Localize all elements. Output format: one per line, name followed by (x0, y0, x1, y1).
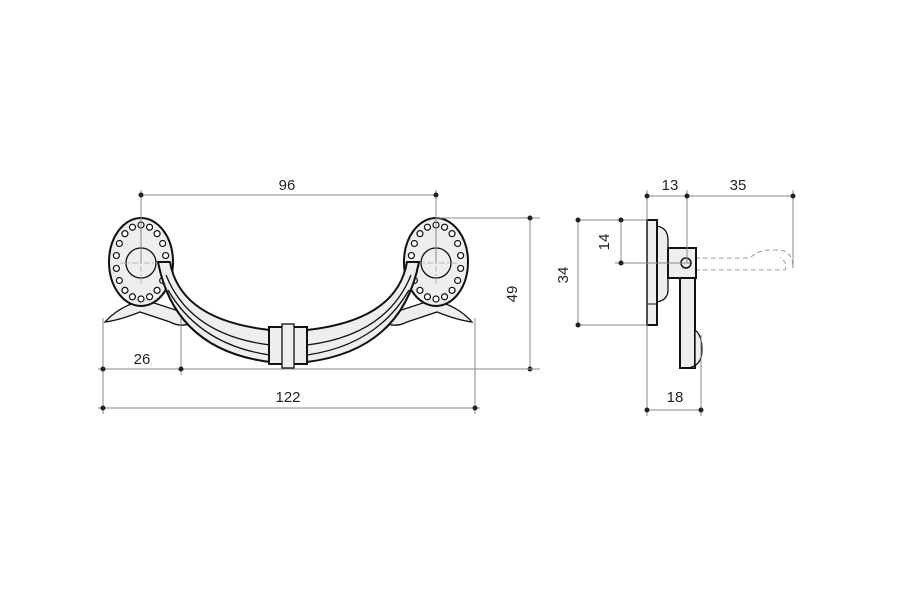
right-leg (375, 299, 474, 326)
bead (121, 230, 129, 238)
bead (112, 251, 120, 260)
bead (128, 293, 137, 301)
bead (416, 230, 424, 238)
bead (454, 239, 462, 248)
bead (448, 230, 456, 238)
front-view: 96 49 26 122 (98, 177, 540, 414)
side-view: 13 35 34 14 18 (555, 177, 796, 416)
front-handle-drawing (103, 217, 474, 369)
dim-height: 49 (504, 286, 521, 303)
bead (145, 293, 154, 301)
dim-swing-extent: 35 (730, 177, 747, 194)
bead (115, 276, 123, 285)
left-leg (103, 299, 202, 326)
bead (448, 286, 456, 294)
bead (153, 286, 161, 294)
bead (407, 251, 415, 260)
bead (457, 251, 465, 260)
bead (153, 230, 161, 238)
bead (432, 295, 440, 303)
back-plate (646, 219, 658, 326)
bead (137, 295, 145, 303)
dim-depth-to-pivot: 13 (662, 177, 679, 194)
bead (440, 293, 449, 301)
bead (121, 286, 129, 294)
side-rosette (656, 225, 669, 303)
bead (112, 264, 120, 273)
bead (115, 239, 123, 248)
bead (145, 223, 154, 231)
bead (454, 276, 462, 285)
dim-projection: 18 (667, 389, 684, 406)
bead (162, 251, 170, 260)
bead (423, 223, 432, 231)
bail-beads (687, 328, 703, 369)
bead (457, 264, 465, 273)
bead (423, 293, 432, 301)
dim-pivot-height: 14 (596, 234, 613, 251)
dim-hole-spacing: 96 (279, 177, 296, 194)
bead (159, 239, 167, 248)
bead (128, 223, 137, 231)
side-handle-drawing (646, 219, 794, 369)
bead (416, 286, 424, 294)
bail-arm (679, 274, 696, 369)
bead (440, 223, 449, 231)
dim-overall-width: 122 (275, 389, 300, 406)
dim-leg-width: 26 (134, 351, 151, 368)
dim-plate-height: 34 (555, 267, 572, 284)
bead (410, 239, 418, 248)
